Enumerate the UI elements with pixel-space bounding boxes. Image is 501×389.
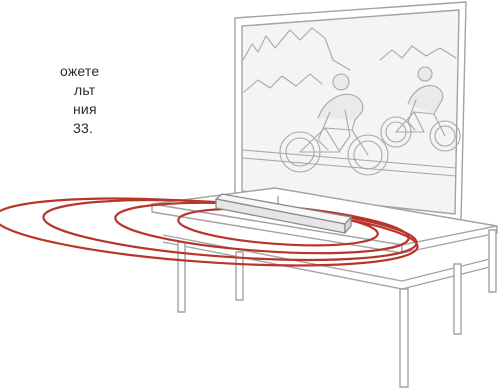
illustration-svg (0, 0, 501, 389)
